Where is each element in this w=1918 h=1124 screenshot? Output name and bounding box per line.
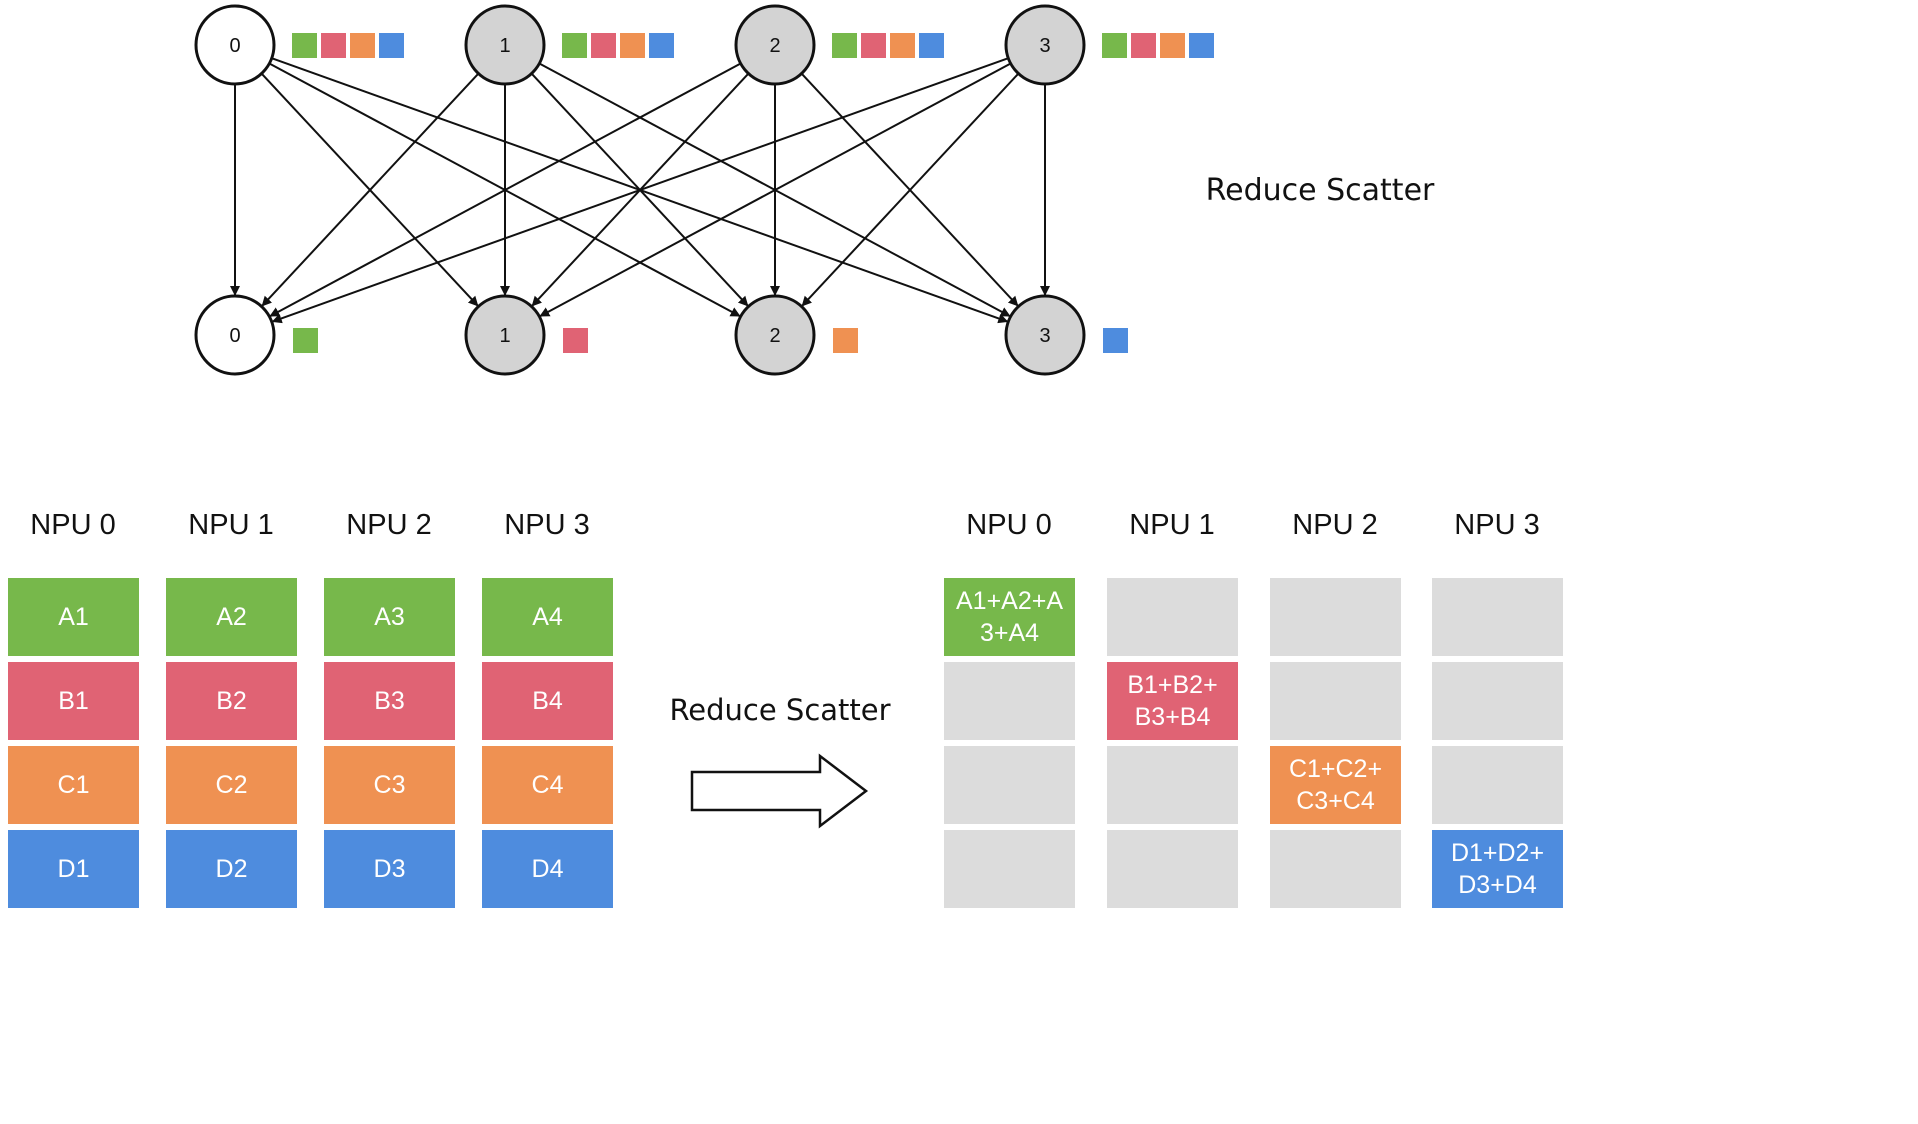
bottom-node-label: 3 [1039,325,1050,347]
top-node-3-chip-orange [1160,33,1185,58]
top-node-3: 3 [1004,4,1086,86]
top-node-2-chip-green [832,33,857,58]
after-npu-0-header: NPU 0 [966,509,1052,541]
bottom-node-0: 0 [194,294,276,376]
before-npu-2-cell-3: D3 [324,830,455,908]
top-node-3-chip-red [1131,33,1156,58]
bottom-node-label: 0 [229,325,240,347]
before-npu-1-cell-3: D2 [166,830,297,908]
after-npu-3-cell-2 [1432,746,1563,824]
after-npu-3-cell-0 [1432,578,1563,656]
before-npu-2-cell-1: B3 [324,662,455,740]
bottom-node-2: 2 [734,294,816,376]
top-node-0-chip-red [321,33,346,58]
after-npu-0-cell-1 [944,662,1075,740]
bottom-node-1-chip-red [563,328,588,353]
top-node-3-chip-green [1102,33,1127,58]
before-npu-1-cell-2: C2 [166,746,297,824]
edge-2-to-0 [269,62,742,317]
before-npu-1-cell-0: A2 [166,578,297,656]
bottom-node-3: 3 [1004,294,1086,376]
reduce-scatter-graph: 0 1 2 3 0 1 2 3 Reduce Scatter [194,4,1435,376]
after-npu-0-cell-3 [944,830,1075,908]
after-npu-0-cell-0: A1+A2+A 3+A4 [944,578,1075,656]
bottom-node-circle [194,294,276,376]
bottom-node-0-chip-green [293,328,318,353]
right-arrow-icon [690,753,869,829]
top-node-2: 2 [734,4,816,86]
edge-3-to-2 [801,72,1020,307]
top-node-0-chip-blue [379,33,404,58]
after-npu-1-header: NPU 1 [1129,509,1215,541]
graph-title: Reduce Scatter [1206,173,1435,208]
top-node-1: 1 [464,4,546,86]
after-npu-2-cell-1 [1270,662,1401,740]
before-npu-3-header: NPU 3 [504,509,590,541]
bottom-node-label: 2 [769,325,780,347]
after-npu-1-cell-0 [1107,578,1238,656]
before-npu-2-header: NPU 2 [346,509,432,541]
top-node-2-chip-blue [919,33,944,58]
bottom-node-circle [464,294,546,376]
top-node-1-chip-orange [620,33,645,58]
top-node-1-chip-blue [649,33,674,58]
before-npu-2-cell-2: C3 [324,746,455,824]
after-npu-1-cell-1: B1+B2+ B3+B4 [1107,662,1238,740]
before-npu-0-header: NPU 0 [30,509,116,541]
before-npu-3-cell-1: B4 [482,662,613,740]
after-npu-1-cell-3 [1107,830,1238,908]
top-node-2-chip-red [861,33,886,58]
edge-3-to-1 [539,62,1012,317]
before-npu-0-cell-1: B1 [8,662,139,740]
top-node-1-chip-red [591,33,616,58]
top-node-0-chip-orange [350,33,375,58]
top-node-label: 2 [769,35,780,57]
top-node-2-chip-orange [890,33,915,58]
bottom-node-circle [1004,294,1086,376]
before-npu-2-cell-0: A3 [324,578,455,656]
top-node-circle [194,4,276,86]
top-node-label: 0 [229,35,240,57]
before-npu-3-cell-3: D4 [482,830,613,908]
bottom-node-3-chip-blue [1103,328,1128,353]
top-node-circle [1004,4,1086,86]
top-node-circle [464,4,546,86]
bottom-node-label: 1 [499,325,510,347]
top-node-label: 1 [499,35,510,57]
before-npu-1-cell-1: B2 [166,662,297,740]
before-npu-0-cell-0: A1 [8,578,139,656]
after-npu-2-cell-2: C1+C2+ C3+C4 [1270,746,1401,824]
top-node-0-chip-green [292,33,317,58]
top-node-3-chip-blue [1189,33,1214,58]
after-npu-0-cell-2 [944,746,1075,824]
after-npu-2-header: NPU 2 [1292,509,1378,541]
edge-1-to-0 [261,72,480,307]
top-node-circle [734,4,816,86]
bottom-node-circle [734,294,816,376]
edge-3-to-0 [271,57,1009,324]
top-node-0: 0 [194,4,276,86]
after-npu-3-cell-1 [1432,662,1563,740]
after-npu-3-cell-3: D1+D2+ D3+D4 [1432,830,1563,908]
before-npu-0-cell-3: D1 [8,830,139,908]
top-node-1-chip-green [562,33,587,58]
after-npu-2-cell-0 [1270,578,1401,656]
before-npu-0-cell-2: C1 [8,746,139,824]
before-npu-3-cell-2: C4 [482,746,613,824]
after-npu-2-cell-3 [1270,830,1401,908]
arrow-label: Reduce Scatter [669,693,891,727]
before-npu-1-header: NPU 1 [188,509,274,541]
after-npu-3-header: NPU 3 [1454,509,1540,541]
top-node-label: 3 [1039,35,1050,57]
bottom-node-1: 1 [464,294,546,376]
before-npu-3-cell-0: A4 [482,578,613,656]
bottom-node-2-chip-orange [833,328,858,353]
after-npu-1-cell-2 [1107,746,1238,824]
